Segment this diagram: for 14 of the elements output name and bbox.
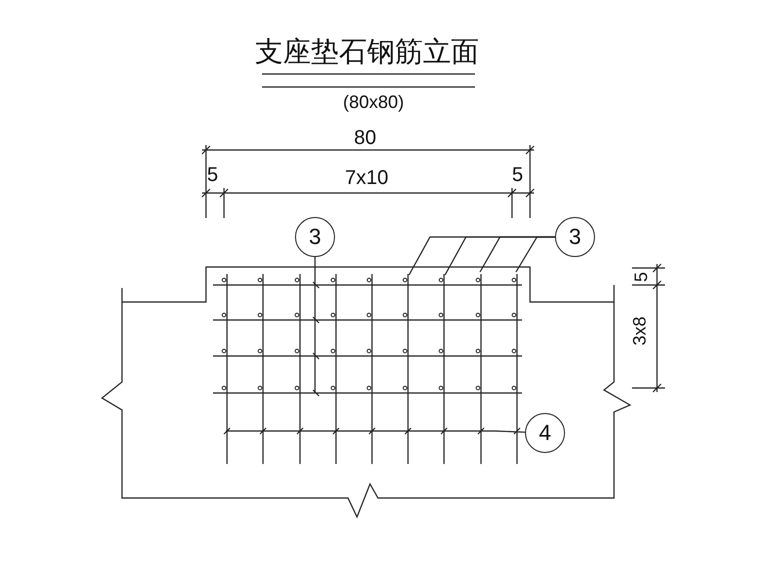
dimension-text: 7x10: [345, 168, 388, 188]
leader-line: [515, 236, 555, 272]
leader-line: [494, 430, 526, 433]
dimension-text: 5: [512, 165, 524, 185]
callout-circle: 4: [525, 413, 565, 453]
size-note: (80x80): [343, 93, 404, 111]
callout-circle: 3: [295, 217, 335, 257]
leader-line: [314, 257, 316, 393]
dimension-text: 3x8: [630, 316, 649, 346]
dimension-text: 5: [207, 165, 218, 185]
drawing-title: 支座垫石钢筋立面: [255, 38, 479, 66]
dimension-text: 5: [632, 272, 650, 282]
dimension-text: 80: [354, 128, 376, 148]
callout-circle: 3: [555, 217, 595, 257]
